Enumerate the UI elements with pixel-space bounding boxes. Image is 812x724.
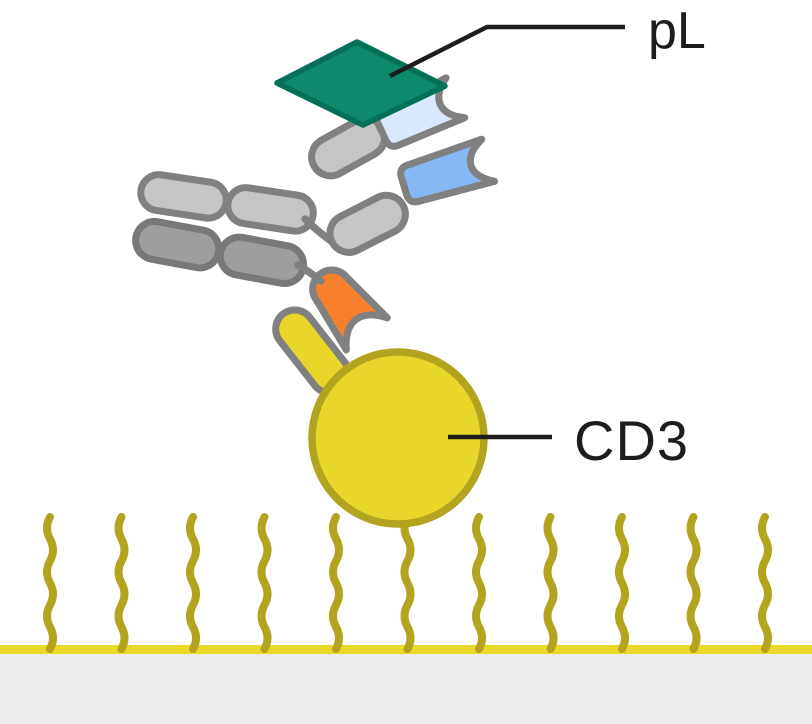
fc-domain bbox=[216, 233, 307, 288]
fc-arm-upper bbox=[137, 171, 317, 235]
surface-strand bbox=[329, 513, 343, 653]
cd3-label: CD3 bbox=[574, 409, 689, 472]
surface-strand bbox=[186, 513, 200, 653]
surface-strand bbox=[257, 513, 272, 653]
surface-strand bbox=[472, 513, 486, 653]
substrate-slab bbox=[0, 654, 812, 724]
surface-strand bbox=[114, 513, 129, 653]
pl-label: pL bbox=[648, 2, 706, 60]
surface-strand bbox=[615, 513, 629, 653]
surface-strand bbox=[686, 513, 701, 653]
hinge-linker-lower bbox=[294, 261, 325, 285]
surface-strands bbox=[43, 513, 772, 653]
pl-pointer-line bbox=[388, 24, 625, 79]
fc-arm-lower bbox=[132, 217, 307, 288]
fc-domain bbox=[137, 171, 230, 222]
fab-lower-orange-domain bbox=[309, 266, 391, 354]
surface-strand bbox=[400, 513, 415, 653]
fc-domain bbox=[132, 217, 223, 272]
surface-strand bbox=[758, 513, 772, 653]
pl-antigen-diamond bbox=[274, 39, 448, 128]
fab-upper-variable-domain-blue bbox=[397, 135, 499, 206]
antibody bbox=[132, 74, 499, 397]
fab-upper-constant-domain-b bbox=[326, 191, 409, 256]
surface-strand bbox=[543, 513, 558, 653]
fc-domain bbox=[224, 184, 317, 235]
surface-strand bbox=[43, 513, 57, 653]
